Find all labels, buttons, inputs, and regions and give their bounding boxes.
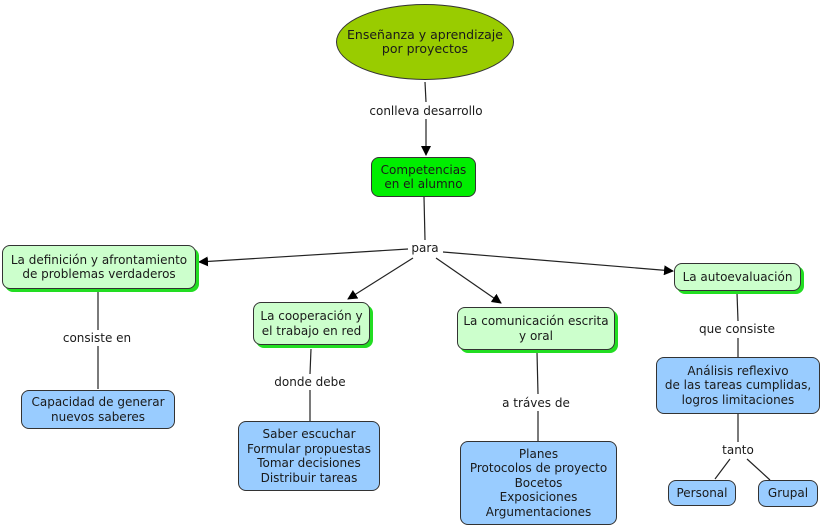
line-para-definicion	[198, 248, 409, 267]
link-label-a-traves-de: a tráves de	[500, 396, 572, 410]
node-planes[interactable]: Planes Protocolos de proyecto Bocetos Ex…	[460, 441, 617, 525]
link-label-que-consiste: que consiste	[697, 322, 777, 336]
line-para-comunicacion	[435, 257, 502, 304]
line-tanto-personal	[714, 458, 731, 480]
line-comunicacion-atraves	[536, 351, 539, 395]
line-cooperacion-donde	[309, 348, 312, 375]
line-root-conlleva	[424, 81, 427, 103]
node-definicion[interactable]: La definición y afrontamiento de problem…	[2, 245, 196, 289]
node-comunicacion[interactable]: La comunicación escrita y oral	[457, 307, 615, 350]
node-capacidad[interactable]: Capacidad de generar nuevos saberes	[21, 390, 175, 429]
line-para-autoevaluacion	[442, 251, 674, 276]
link-label-consiste-en: consiste en	[60, 331, 134, 345]
line-auto-que	[736, 292, 739, 322]
node-saber[interactable]: Saber escuchar Formular propuestas Tomar…	[238, 421, 380, 491]
node-competencias[interactable]: Competencias en el alumno	[371, 157, 476, 197]
node-personal[interactable]: Personal	[668, 480, 736, 506]
node-root[interactable]: Enseñanza y aprendizaje por proyectos	[336, 4, 514, 80]
link-label-conlleva: conlleva desarrollo	[367, 104, 485, 118]
line-para-cooperacion	[347, 257, 414, 300]
node-analisis[interactable]: Análisis reflexivo de las tareas cumplid…	[656, 357, 820, 414]
node-cooperacion[interactable]: La cooperación y el trabajo en red	[253, 302, 370, 345]
link-label-tanto: tanto	[720, 443, 756, 457]
node-autoevaluacion[interactable]: La autoevaluación	[674, 263, 801, 291]
line-tanto-grupal	[746, 458, 771, 481]
line-competencias-para	[423, 196, 426, 241]
node-grupal[interactable]: Grupal	[758, 480, 818, 507]
link-label-para: para	[409, 241, 441, 255]
link-label-donde-debe: donde debe	[272, 375, 348, 389]
